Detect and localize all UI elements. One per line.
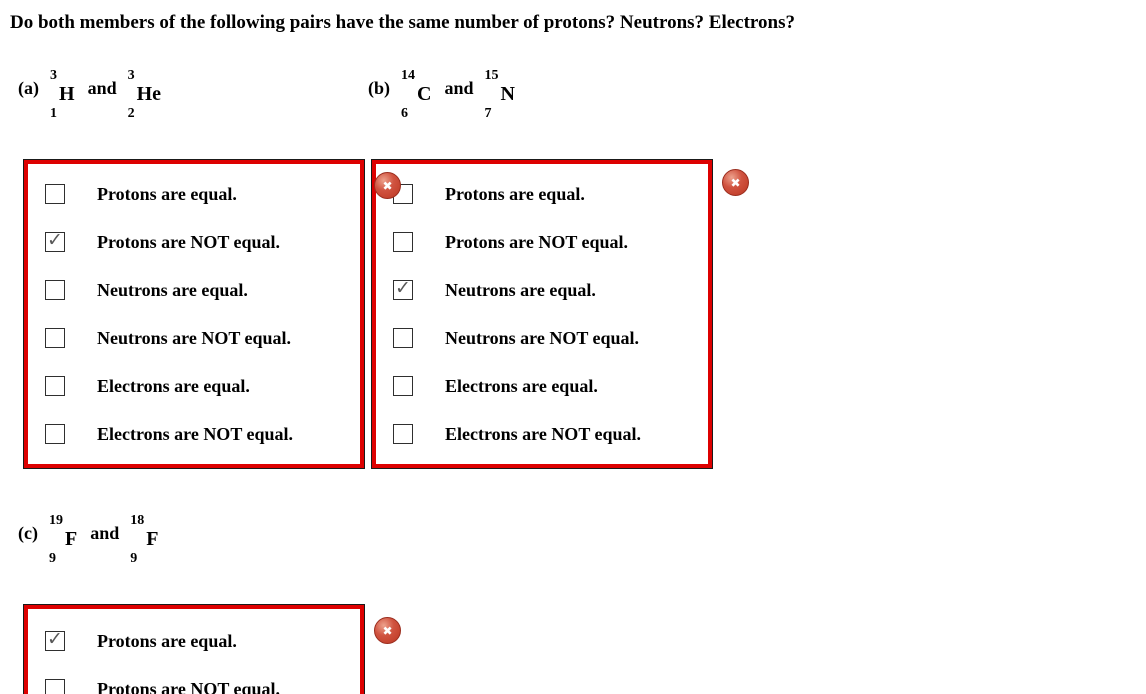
option-label: Neutrons are equal. <box>97 279 248 300</box>
option-label: Protons are NOT equal. <box>97 678 281 694</box>
element-symbol: C <box>417 83 432 105</box>
option-label: Protons are equal. <box>97 183 237 204</box>
answer-box-b: Protons are equal. Protons are NOT equal… <box>371 159 713 469</box>
option-row: Protons are equal. <box>45 617 360 665</box>
option-row: Neutrons are equal. <box>393 266 708 314</box>
checkbox-electrons-not-equal[interactable] <box>393 424 413 444</box>
mass-number: 3 <box>127 68 135 83</box>
part-a-label: (a) <box>18 78 39 98</box>
option-row: Protons are equal. <box>45 170 360 218</box>
element-symbol: F <box>64 528 78 550</box>
option-label: Protons are equal. <box>445 183 585 204</box>
option-label: Protons are equal. <box>97 630 237 651</box>
page-title: Do both members of the following pairs h… <box>10 12 795 33</box>
checkbox-electrons-equal[interactable] <box>45 376 65 396</box>
answer-box-a: Protons are equal. Protons are NOT equal… <box>23 159 365 469</box>
checkbox-neutrons-equal[interactable] <box>393 278 413 300</box>
isotope-notation: 3 He 2 <box>128 68 163 122</box>
option-row: Protons are NOT equal. <box>393 218 708 266</box>
atomic-number: 2 <box>127 106 135 121</box>
mass-number: 14 <box>401 68 415 83</box>
option-row: Neutrons are NOT equal. <box>393 314 708 362</box>
conjunction-text: and <box>444 78 474 98</box>
mass-number: 15 <box>484 68 499 83</box>
isotope-notation: 15 N 7 <box>484 68 516 122</box>
mass-number: 18 <box>130 513 145 528</box>
checkbox-electrons-not-equal[interactable] <box>45 424 65 444</box>
atomic-number: 9 <box>48 551 56 566</box>
checkbox-protons-equal[interactable] <box>45 184 65 204</box>
option-row: Neutrons are equal. <box>45 266 360 314</box>
part-b-label: (b) <box>368 78 390 98</box>
incorrect-icon: ✖ <box>374 617 401 644</box>
checkbox-neutrons-equal[interactable] <box>45 280 65 300</box>
option-label: Electrons are equal. <box>97 375 250 396</box>
option-label: Electrons are NOT equal. <box>445 423 642 444</box>
option-label: Electrons are NOT equal. <box>97 423 294 444</box>
checkbox-neutrons-not-equal[interactable] <box>45 328 65 348</box>
part-a-question: (a) 3 H 1 and 3 He 2 <box>18 68 163 122</box>
element-symbol: H <box>59 83 75 105</box>
conjunction-text: and <box>90 523 120 543</box>
checkbox-protons-not-equal[interactable] <box>45 679 65 694</box>
option-label: Neutrons are equal. <box>445 279 596 300</box>
option-row: Electrons are NOT equal. <box>393 410 708 458</box>
option-label: Electrons are equal. <box>445 375 598 396</box>
option-label: Neutrons are NOT equal. <box>97 327 292 348</box>
part-c-label: (c) <box>18 523 38 543</box>
checkbox-neutrons-not-equal[interactable] <box>393 328 413 348</box>
option-label: Protons are NOT equal. <box>445 231 629 252</box>
atomic-number: 9 <box>130 551 138 566</box>
option-row: Protons are equal. <box>393 170 708 218</box>
mass-number: 3 <box>50 68 57 83</box>
isotope-notation: 19 F 9 <box>49 513 79 567</box>
option-row: Protons are NOT equal. <box>45 665 360 694</box>
option-label: Neutrons are NOT equal. <box>445 327 640 348</box>
isotope-notation: 3 H 1 <box>50 68 77 122</box>
checkbox-protons-not-equal[interactable] <box>393 232 413 252</box>
isotope-notation: 14 C 6 <box>401 68 433 122</box>
element-symbol: N <box>500 83 515 105</box>
option-row: Electrons are equal. <box>45 362 360 410</box>
element-symbol: F <box>146 528 159 550</box>
conjunction-text: and <box>87 78 117 98</box>
option-row: Neutrons are NOT equal. <box>45 314 360 362</box>
option-row: Electrons are NOT equal. <box>45 410 360 458</box>
answer-box-c: Protons are equal. Protons are NOT equal… <box>23 604 365 694</box>
atomic-number: 7 <box>484 106 492 121</box>
atomic-number: 1 <box>50 106 57 121</box>
option-row: Protons are NOT equal. <box>45 218 360 266</box>
option-label: Protons are NOT equal. <box>97 231 281 252</box>
checkbox-protons-equal[interactable] <box>45 629 65 651</box>
mass-number: 19 <box>48 513 63 528</box>
part-b-question: (b) 14 C 6 and 15 N 7 <box>368 68 517 122</box>
checkbox-protons-not-equal[interactable] <box>45 230 65 252</box>
element-symbol: He <box>136 83 162 105</box>
part-c-question: (c) 19 F 9 and 18 F 9 <box>18 513 160 567</box>
option-row: Electrons are equal. <box>393 362 708 410</box>
incorrect-icon: ✖ <box>722 169 749 196</box>
atomic-number: 6 <box>401 106 408 121</box>
isotope-notation: 18 F 9 <box>130 513 160 567</box>
incorrect-icon: ✖ <box>374 172 401 199</box>
checkbox-electrons-equal[interactable] <box>393 376 413 396</box>
